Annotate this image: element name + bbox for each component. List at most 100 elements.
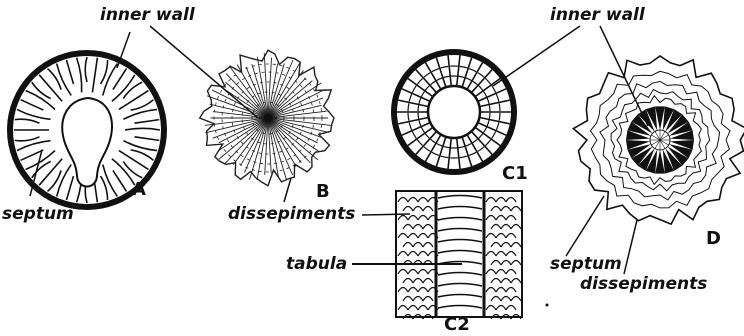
coral-c2-dissepiment [413,225,423,230]
coral-c2-dissepiment [496,216,506,221]
coral-c1-dissepiment [418,105,419,111]
coral-c1-dissepiment [489,105,490,111]
coral-c1-dissepiment [412,86,416,93]
coral-c2-dissepiment [408,216,418,221]
coral-c1-dissepiment [469,69,476,72]
coral-c2-dissepiment [423,225,433,230]
coral-c2-dissepiment [511,225,521,230]
coral-a-septum [92,58,97,93]
coral-a-septum [26,151,55,170]
coral-c1-septum [468,63,483,89]
coral-c1-dissepiment [418,113,419,119]
coral-a-septum [125,128,160,130]
coral-c2-dissepiment [408,198,418,203]
coral-c2-dissepiment [506,270,516,275]
coral-c2-tabula [438,240,482,243]
coral-c1-dissepiment [485,140,490,146]
coral-c2-dissepiment [423,297,433,302]
coral-c2-dissepiment [511,261,521,266]
coral-c2-dissepiment [408,252,418,257]
coral-c2-dissepiment [408,234,418,239]
coral-c2-dissepiment [486,216,496,221]
coral-c1-dissepiment [485,78,490,84]
coral-c2-dissepiment [511,243,521,248]
coral-a-septum [21,100,44,110]
coral-c2-dissepiment [486,198,496,203]
coral-c1-dissepiment [419,98,421,104]
coral-c1-septum [480,100,509,106]
coral-c1-dissepiment [478,147,484,152]
coral-c2-dissepiment [418,288,428,293]
coral-c2-dissepiment [418,234,428,239]
figure-letter-c2: C2 [444,316,470,334]
coral-c2-dissepiment [398,270,408,275]
coral-c2-dissepiment [418,198,428,203]
coral-c2-dissepiment [423,279,433,284]
coral-c1-dissepiment [425,134,429,139]
coral-c1-dissepiment [496,122,498,129]
coral-c1-dissepiment [444,76,450,77]
coral-c1-dissepiment [421,91,424,96]
coral-c1-dissepiment [479,86,483,91]
coral-c2-dissepiment [496,234,506,239]
coral-c1-dissepiment [458,146,464,147]
coral-c2-dissepiment [413,297,423,302]
coral-c2-dissepiment [403,243,413,248]
label-tabula: tabula [286,256,347,273]
coral-c2-dissepiment [403,279,413,284]
leader-dissepiments-c2 [362,214,410,215]
coral-a-septum [131,100,154,110]
coral-a-septum [85,57,87,82]
coral-c1-dissepiment [421,127,424,132]
coral-c1-dissepiment [466,78,472,80]
coral-c1-dissepiment [473,81,478,85]
coral-c2-dissepiment [423,243,433,248]
coral-c1-dissepiment [412,132,416,139]
coral-c1-septum [457,139,460,169]
coral-c1-septum [462,138,471,167]
coral-a-septum [135,137,160,141]
coral-c2-dissepiment [491,225,501,230]
coral-c1-dissepiment [466,144,472,146]
coral-c2-dissepiment [491,261,501,266]
coral-c1-septum [426,135,441,161]
coral-a-septum [101,60,108,84]
coral-c2-dissepiment [496,252,506,257]
coral-c2-dissepiment [486,270,496,275]
coral-c2-dissepiment [491,279,501,284]
coral-c2-dissepiment [506,234,516,239]
coral-c2-dissepiment [413,279,423,284]
coral-c2-dissepiment [511,279,521,284]
coral-a-septum [17,141,51,151]
small-mark [546,304,549,307]
coral-c2-dissepiment [501,225,511,230]
coral-c1-septum [426,63,441,89]
coral-c2-tabula [438,295,482,298]
coral-c2-tabula [438,229,482,232]
coral-c2-dissepiment [491,207,501,212]
coral-c2-dissepiment [423,207,433,212]
coral-c1-septum [436,138,445,167]
coral-c1-septum [448,55,451,85]
coral-b-septum [272,98,323,117]
coral-b-center [263,113,273,123]
coral-c2-tabula [438,251,482,254]
coral-c2-dissepiment [506,252,516,257]
coral-c1-dissepiment [408,103,409,111]
coral-c1-dissepiment [444,146,450,147]
coral-c1-septum [457,55,460,85]
coral-a-septum [77,58,82,93]
coral-c2-dissepiment [418,216,428,221]
figure-letter-b: B [316,183,330,201]
coral-c1-dissepiment [473,139,478,143]
coral-c2-dissepiment [511,207,521,212]
coral-c1-dissepiment [441,156,449,158]
coral-c2-dissepiment [501,261,511,266]
figure-letter-c1: C1 [502,165,528,183]
leader-septum-d [566,196,604,256]
coral-c1-dissepiment [460,156,468,158]
coral-c1-dissepiment [487,120,489,126]
coral-c1-dissepiment [424,73,430,78]
coral-c2-tabula [438,218,482,221]
coral-c1-dissepiment [489,113,490,119]
